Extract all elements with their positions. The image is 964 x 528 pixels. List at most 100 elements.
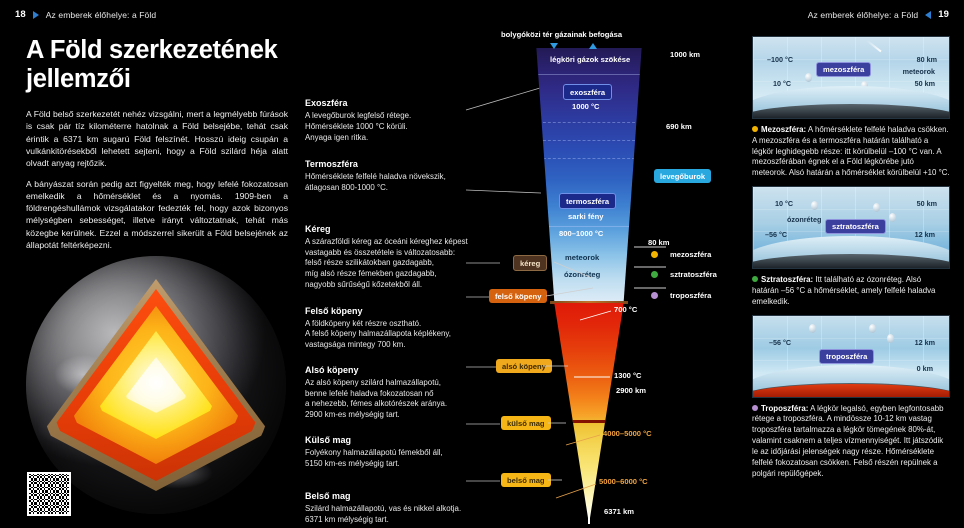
- panel-label-top-right: 80 km: [916, 55, 937, 64]
- balloon-icon: [869, 323, 876, 333]
- pill-also-kopeny[interactable]: alsó köpeny: [496, 359, 552, 373]
- core-centre-tip: [588, 518, 590, 524]
- balloon-icon: [889, 213, 896, 223]
- pill-exoszfera[interactable]: exoszféra: [563, 84, 613, 100]
- pill-felso-kopeny[interactable]: felső köpeny: [489, 289, 548, 303]
- atmosphere-band: [536, 74, 642, 75]
- caption-title: Mezoszféra:: [761, 125, 807, 134]
- layer-heading: Termoszféra: [305, 159, 358, 170]
- exosphere-temperature: 1000 °C: [572, 102, 600, 111]
- escape-caption: légköri gázok szökése: [550, 55, 631, 64]
- panel-label-top-right: 12 km: [914, 337, 935, 347]
- layer-heading: Exoszféra: [305, 98, 348, 108]
- layer-heading: Kéreg: [305, 223, 331, 234]
- layer-text: A szárazföldi kéreg az óceáni kéreghez k…: [305, 236, 468, 289]
- panel-tag-sztratoszfera[interactable]: sztratoszféra: [825, 219, 886, 235]
- running-head-right: Az emberek élőhelye: a Föld 19: [808, 9, 949, 20]
- atmosphere-band: [536, 226, 642, 227]
- caption-bullet-icon: [752, 404, 758, 411]
- article-lead: A Föld belső szerkezetét nehéz vizsgálni…: [26, 108, 288, 251]
- layer-block-felso-kopeny: Felső köpeny A földköpeny két részre osz…: [305, 306, 487, 351]
- balloon-icon: [861, 81, 868, 90]
- page-number-right: 19: [938, 9, 949, 20]
- balloon-icon: [887, 333, 894, 343]
- panel-label-top-left: –56 °C: [769, 337, 792, 347]
- panel-label-extra: meteorok: [902, 67, 935, 76]
- pill-termoszfera[interactable]: termoszféra: [559, 193, 617, 209]
- tag-levegoburok[interactable]: levegőburok: [654, 169, 712, 183]
- caption-body: A légkör legalsó, egyben legfontosabb ré…: [752, 403, 944, 478]
- ground-curve: [753, 104, 949, 118]
- pill-kereg[interactable]: kéreg: [513, 255, 548, 271]
- thermosphere-temperature: 800–1000 °C: [559, 229, 604, 238]
- panel-tag-mezoszfera[interactable]: mezoszféra: [816, 62, 872, 77]
- temperature-mark: 1300 °C: [614, 371, 642, 380]
- layer-descriptions-column: Exoszféra A levegőburok legfelső rétege.…: [305, 98, 487, 526]
- page-title: A Föld szerkezetének jellemzői: [26, 36, 278, 94]
- panel-label-bottom-right: 50 km: [914, 79, 935, 88]
- panel-tag-troposzfera[interactable]: troposzféra: [819, 348, 875, 364]
- article-paragraph: A Föld belső szerkezetét nehéz vizsgálni…: [26, 109, 288, 169]
- legend-dot-troposzfera: [651, 292, 658, 299]
- layer-block-exoszfera: Exoszféra A levegőburok legfelső rétege.…: [305, 98, 487, 143]
- layer-block-termoszfera: Termoszféra Hőmérséklete felfelé haladva…: [305, 159, 487, 194]
- panel-label-extra: ózonréteg: [787, 215, 822, 225]
- layer-block-kulso-mag: Külső mag Folyékony halmazállapotú fémek…: [305, 435, 487, 470]
- caption-title: Sztratoszféra:: [761, 275, 814, 285]
- magma-curve: [753, 383, 949, 397]
- temperature-mark: 700 °C: [614, 305, 638, 314]
- panel-label-bottom-left: –56 °C: [765, 230, 788, 240]
- running-title-left: Az emberek élőhelye: a Föld: [45, 9, 157, 20]
- atmosphere-band: [536, 158, 642, 159]
- balloon-icon: [873, 203, 880, 213]
- panel-sztratoszfera: 10 °C –56 °C 50 km 12 km ózonréteg sztra…: [752, 186, 950, 307]
- layer-text: Folyékony halmazállapotú fémekből áll, 5…: [305, 447, 443, 468]
- depth-mark: 1000 km: [670, 50, 700, 59]
- layer-text: A levegőburok legfelső rétege. Hőmérsékl…: [305, 111, 412, 142]
- atmosphere-band: [536, 140, 642, 141]
- atmosphere-panels-column: –100 °C 10 °C 80 km 50 km meteorok mezos…: [752, 36, 950, 486]
- qr-code[interactable]: [27, 472, 71, 516]
- panel-label-bottom-right: 0 km: [916, 363, 933, 373]
- balloon-icon: [811, 201, 818, 211]
- panel-caption-sztratoszfera: Sztratoszféra: Itt található az ózonréte…: [752, 275, 950, 307]
- panel-label-top-left: 10 °C: [775, 199, 794, 209]
- layer-text: Hőmérséklete felfelé haladva növekszik, …: [305, 172, 446, 192]
- pill-kulso-mag[interactable]: külső mag: [501, 416, 551, 430]
- panel-label-top-left: –100 °C: [767, 55, 794, 64]
- diagram-top-caption: bolygóközi tér gázainak befogása: [501, 30, 623, 39]
- depth-mark: 80 km: [648, 238, 670, 247]
- ground-curve: [753, 254, 949, 269]
- balloon-icon: [805, 73, 812, 82]
- panel-troposzfera: –56 °C 12 km 0 km troposzféra Troposzfér…: [752, 314, 950, 480]
- arrow-down-icon: [550, 43, 558, 49]
- panel-label-top-right: 50 km: [916, 199, 937, 209]
- caption-bullet-icon: [752, 126, 758, 132]
- panel-label-bottom-left: 10 °C: [773, 79, 792, 88]
- earth-interior-gradient: [554, 303, 624, 520]
- panel-image-troposzfera: –56 °C 12 km 0 km troposzféra: [752, 314, 950, 398]
- layer-heading: Alsó köpeny: [305, 364, 359, 375]
- depth-mark: 6371 km: [604, 507, 634, 516]
- legend-dot-sztratoszfera: [651, 271, 658, 278]
- legend-label-sztratoszfera: sztratoszféra: [670, 270, 717, 279]
- running-head-left: 18 Az emberek élőhelye: a Föld: [15, 9, 156, 20]
- pill-belso-mag[interactable]: belső mag: [501, 473, 551, 487]
- meteors-label: meteorok: [565, 253, 600, 262]
- temperature-mark: 5000–6000 °C: [599, 477, 648, 486]
- earth-cutaway-figure: [14, 252, 300, 528]
- chevron-left-icon: [925, 10, 932, 19]
- caption-bullet-icon: [752, 276, 758, 283]
- arrow-up-icon: [589, 43, 597, 49]
- core-mantle-boundary: [554, 420, 624, 424]
- earth-illustration: [26, 256, 286, 514]
- article-column: A Föld szerkezetének jellemzői A Föld be…: [26, 36, 288, 251]
- layer-text: A földköpeny két részre osztható. A fels…: [305, 318, 451, 350]
- ozone-layer-label: ózonréteg: [564, 270, 601, 279]
- atmosphere-cone: [533, 48, 645, 524]
- depth-mark: 690 km: [666, 122, 692, 131]
- legend-dot-mezoszfera: [651, 251, 658, 258]
- panel-image-sztratoszfera: 10 °C –56 °C 50 km 12 km ózonréteg sztra…: [752, 186, 950, 270]
- page-number-left: 18: [15, 9, 26, 20]
